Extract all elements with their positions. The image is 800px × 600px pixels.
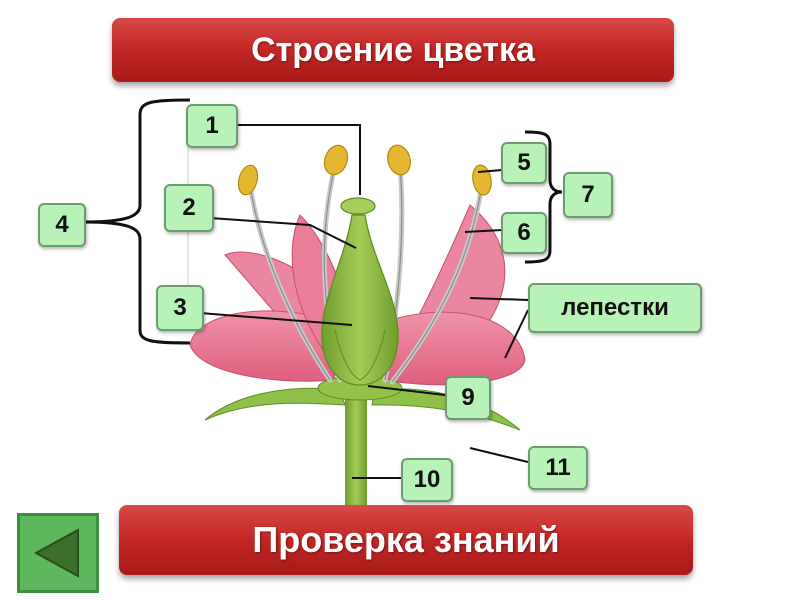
label-9: 9 [445,376,491,420]
label-5: 5 [501,142,547,184]
label-petals: лепестки [528,283,702,333]
back-button[interactable] [17,513,99,593]
label-1: 1 [186,104,238,148]
stem [345,395,367,505]
anthers [235,142,493,197]
check-knowledge-button[interactable]: Проверка знаний [119,505,693,575]
stigma [341,198,375,214]
label-11: 11 [528,446,588,490]
petal-right [385,312,525,385]
pistil-ovary [322,215,398,385]
label-6: 6 [501,212,547,254]
label-3: 3 [156,285,204,331]
label-4: 4 [38,203,86,247]
label-10: 10 [401,458,453,502]
triangle-left-icon [20,516,96,590]
label-7: 7 [563,172,613,218]
label-2: 2 [164,184,214,232]
page-title: Строение цветка [112,18,674,82]
